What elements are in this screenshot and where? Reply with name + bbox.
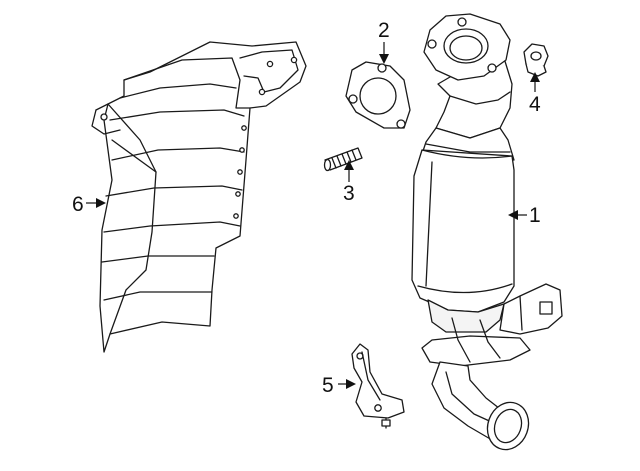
nut-part xyxy=(523,43,549,77)
heat-shield-part xyxy=(91,41,307,353)
callout-6: 6 xyxy=(72,193,84,216)
callout-5: 5 xyxy=(322,374,334,397)
callout-3: 3 xyxy=(343,182,355,205)
catalytic-converter-part xyxy=(411,13,563,451)
bracket-part xyxy=(351,343,405,429)
stud-part xyxy=(323,147,363,172)
callout-1: 1 xyxy=(529,204,541,227)
callout-4: 4 xyxy=(529,93,541,116)
callout-2: 2 xyxy=(378,19,390,42)
callout-leaders xyxy=(86,42,540,389)
gasket-part xyxy=(345,61,411,129)
